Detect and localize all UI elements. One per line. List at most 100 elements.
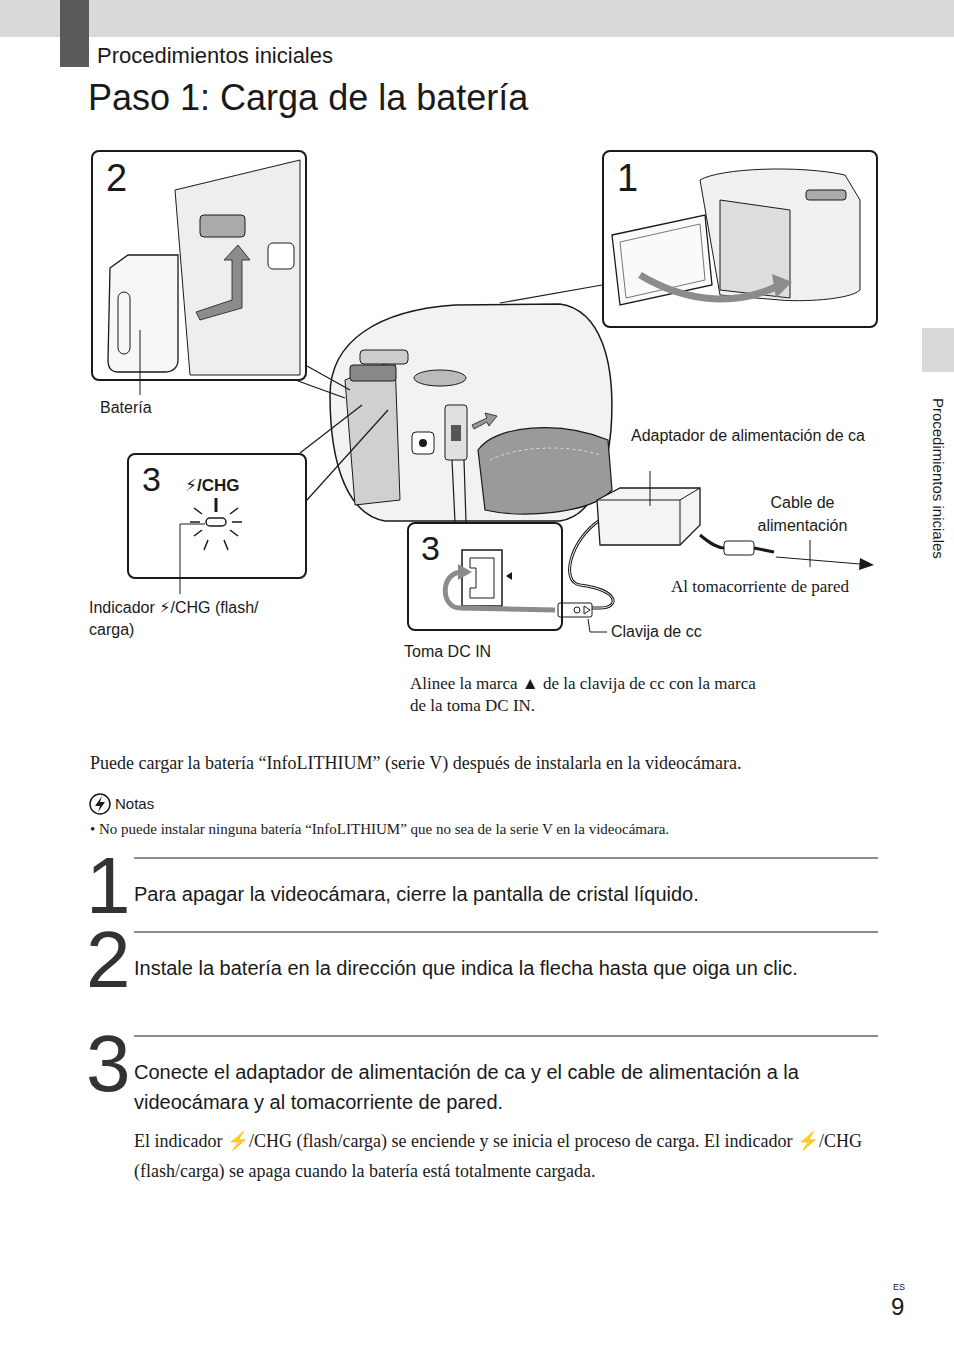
header-tab: [60, 0, 89, 67]
connect-arrowhead: [458, 564, 472, 580]
dc-jack: [451, 425, 461, 441]
part-name: Toma DC IN: [404, 642, 491, 662]
panel-leaders: [298, 285, 602, 522]
notes-icon: [90, 794, 110, 814]
ray: [232, 521, 242, 523]
notes-bolt: [95, 796, 105, 812]
dc-in-detail: [445, 550, 555, 610]
battery-mark: [118, 292, 130, 354]
step-rules: [134, 858, 878, 1036]
step-panel: 3: [407, 522, 563, 631]
leader-line: [590, 632, 607, 633]
step-text: Para apagar la videocámara, cierre la pa…: [134, 880, 878, 908]
zoom-lever: [806, 190, 846, 200]
panel2-art: [108, 160, 300, 375]
button-dot: [419, 439, 427, 447]
notes-circle: [90, 794, 110, 814]
zoom-lever: [414, 370, 466, 386]
leader: [307, 366, 350, 390]
battery: [108, 255, 178, 372]
leader-line: [180, 524, 205, 525]
jack-cover: [445, 405, 467, 460]
lamp-mark: [215, 498, 218, 512]
camera-top: [360, 350, 408, 364]
leader-line: [180, 524, 181, 594]
part-name: Cable de alimentación: [740, 491, 865, 537]
insert-arrow: [196, 245, 250, 320]
dc-plug-mark: [584, 606, 590, 614]
callout-number: 2: [106, 158, 127, 200]
rule: [134, 932, 878, 933]
header-band: [0, 0, 954, 37]
rule: [134, 858, 878, 859]
lamp: [206, 518, 226, 526]
hand-strap: [478, 428, 612, 514]
language-code: ES: [893, 1282, 905, 1293]
callout-number: 1: [617, 158, 638, 200]
step-text: Conecte el adaptador de alimentación de …: [134, 1057, 878, 1117]
side-tab: [922, 328, 954, 372]
insert-arrow: [472, 413, 497, 429]
leader-line: [588, 619, 590, 632]
part-name: Adaptador de alimentación de ca: [631, 424, 865, 447]
ray: [230, 508, 238, 514]
step-text: Instale la batería en la dirección que i…: [134, 953, 878, 983]
figure-note: Alinee la marca ▲ de la clavija de cc co…: [410, 673, 760, 717]
step-number: 3: [86, 1024, 131, 1104]
dc-plug-pin: [574, 607, 580, 613]
ray: [194, 508, 202, 514]
jack-frame: [462, 550, 502, 606]
notes-heading: Notas: [115, 795, 154, 814]
page-title: Paso 1: Carga de la batería: [88, 76, 528, 119]
camcorder: [330, 304, 612, 521]
button: [268, 243, 294, 269]
mains-plug: [724, 541, 754, 555]
step-panel: 2: [91, 150, 307, 381]
step-number: 1: [86, 846, 131, 926]
note-item: • No puede instalar ninguna batería “Inf…: [90, 819, 890, 839]
step-detail: El indicador ⚡/CHG (flash/carga) se enci…: [134, 1126, 878, 1186]
camera-panel: [350, 365, 396, 381]
ray: [190, 521, 200, 523]
callout-number: 3: [142, 461, 161, 498]
outlet-arrowhead: [859, 558, 874, 570]
camera-side: [345, 360, 400, 505]
power-cord: [700, 535, 724, 548]
lcd-screen: [612, 215, 712, 305]
step-panel: 3 ⚡/CHG: [127, 453, 307, 579]
button: [412, 432, 434, 454]
mains-cord: [754, 548, 774, 552]
ray: [204, 540, 208, 550]
close-arrowhead: [772, 274, 792, 298]
leader: [464, 460, 466, 522]
leader: [300, 405, 362, 453]
leader-line: [810, 540, 811, 567]
side-tab-text: Procedimientos iniciales: [929, 378, 948, 578]
ray: [224, 540, 228, 550]
adapter-set: [558, 488, 874, 617]
camera-body: [330, 304, 612, 521]
leader: [500, 285, 602, 303]
part-name: Al tomacorriente de pared: [671, 576, 849, 597]
part-name: Batería: [100, 398, 152, 418]
ray: [230, 530, 238, 536]
intro-text: Puede cargar la batería “InfoLITHIUM” (s…: [90, 751, 890, 775]
rule: [134, 1036, 878, 1037]
step-panel: 1: [602, 150, 878, 328]
panel1-art: [612, 169, 860, 305]
page-number: 9: [891, 1292, 904, 1322]
jack-shape: [470, 558, 494, 598]
strap-stitch: [490, 448, 600, 460]
ray: [194, 530, 202, 536]
leader-line: [140, 330, 141, 395]
leader: [307, 410, 388, 500]
close-arrow: [640, 275, 780, 299]
indicator-name: ⚡/CHG: [185, 477, 239, 496]
camera-body: [700, 169, 860, 301]
step-number: 2: [86, 920, 131, 1000]
battery-slot: [200, 215, 245, 237]
part-name: Clavija de cc: [611, 622, 702, 642]
ac-adapter: [597, 488, 700, 545]
part-name: Indicador ⚡/CHG (flash/ carga): [89, 597, 297, 641]
adapter-edge: [597, 488, 700, 545]
